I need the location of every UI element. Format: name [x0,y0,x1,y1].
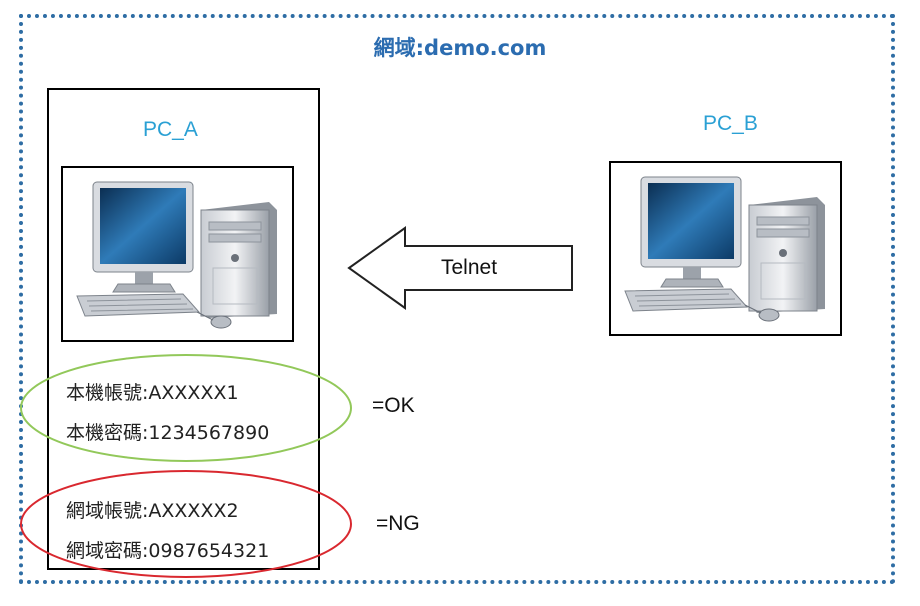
local-result-ok: =OK [372,394,415,417]
domain-result-ng: =NG [376,512,420,535]
telnet-arrow [347,226,573,310]
local-password-text: 本機密碼:1234567890 [66,422,270,444]
desktop-computer-icon [624,176,825,322]
domain-password-text: 網域密碼:0987654321 [66,540,270,562]
desktop-computer-icon [76,181,277,329]
pc-b-computer-frame [609,161,842,336]
domain-boundary [19,14,895,584]
pc-a-computer-frame [61,166,294,342]
pc-a-label: PC_A [143,118,198,141]
local-account-text: 本機帳號:AXXXXX1 [66,382,239,404]
domain-title: 網域:demo.com [373,36,547,60]
telnet-label: Telnet [441,256,498,279]
pc-b-label: PC_B [703,112,758,135]
domain-account-text: 網域帳號:AXXXXX2 [66,500,239,522]
